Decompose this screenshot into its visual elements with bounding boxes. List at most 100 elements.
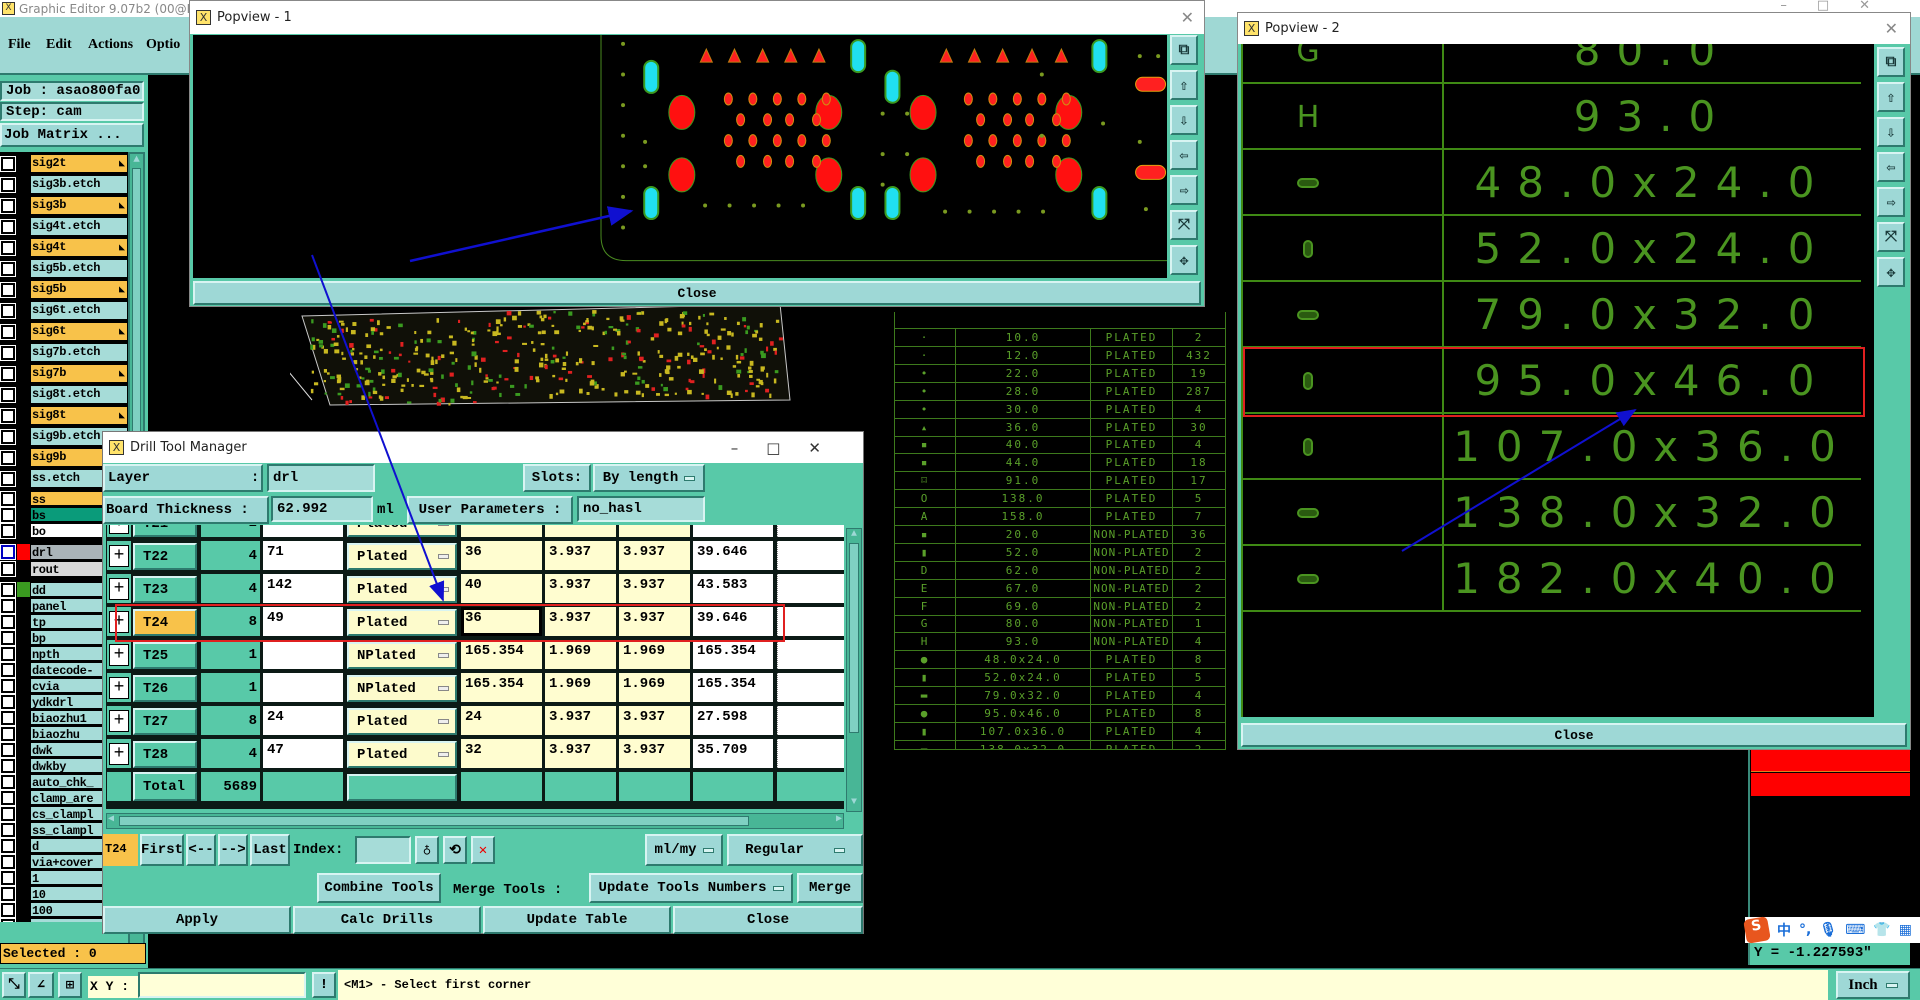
expand-plus-icon[interactable]: + xyxy=(109,525,129,534)
field-cell[interactable]: 142 xyxy=(263,574,343,603)
plus-cell[interactable]: + xyxy=(107,574,131,603)
job-matrix-button[interactable]: Job Matrix ... xyxy=(0,123,144,147)
layer-checkbox[interactable] xyxy=(0,197,16,214)
delete-icon[interactable]: ✕ xyxy=(471,836,495,864)
layer-checkbox[interactable] xyxy=(0,901,16,918)
expand-plus-icon[interactable]: + xyxy=(109,544,129,567)
tol-plus-cell[interactable] xyxy=(545,525,616,537)
refresh-icon[interactable]: ⟲ xyxy=(443,836,467,864)
layer-row-sig6t.etch[interactable]: sig6t.etch xyxy=(0,301,128,320)
type-cell[interactable]: Plated xyxy=(347,708,457,735)
zoom-fit-icon[interactable]: ⤧ xyxy=(1170,210,1198,240)
layer-row-cs_clampl[interactable]: cs_clampl xyxy=(0,805,128,822)
scroll-up-arrow-icon[interactable]: ▲ xyxy=(133,154,140,166)
type-cell[interactable]: Plated xyxy=(347,741,457,768)
type-cell[interactable]: Plated xyxy=(347,576,457,603)
plus-cell[interactable]: + xyxy=(107,541,131,570)
tool-cell[interactable]: T22 xyxy=(133,543,197,570)
board-thickness-field[interactable]: 62.992 xyxy=(271,496,373,522)
tol-minus-cell[interactable]: 3.937 xyxy=(619,574,690,603)
finish-cell[interactable]: 165.354 xyxy=(461,640,542,669)
drill-cell[interactable]: 39.646 xyxy=(693,541,773,570)
drill-cell[interactable] xyxy=(693,525,773,537)
field-cell[interactable] xyxy=(263,673,343,702)
layer-row-sig2t[interactable]: sig2t◣ xyxy=(0,154,128,173)
scroll-left-arrow-icon[interactable]: ◀ xyxy=(108,814,115,825)
layer-checkbox[interactable] xyxy=(0,323,16,340)
mode-dropdown[interactable]: Regular xyxy=(727,834,863,866)
pan-up-icon[interactable]: ⇧ xyxy=(1877,82,1905,112)
zoom-diagonal-icon[interactable]: ⤡ xyxy=(2,972,26,998)
layer-row-sig8t[interactable]: sig8t◣ xyxy=(0,406,128,425)
warning-icon[interactable]: ! xyxy=(312,972,336,998)
pan-right-icon[interactable]: ⇨ xyxy=(1170,175,1198,205)
plus-cell[interactable]: + xyxy=(107,706,131,735)
layer-checkbox[interactable] xyxy=(0,155,16,172)
layer-checkbox[interactable] xyxy=(0,661,16,678)
extra-cell[interactable] xyxy=(777,673,844,702)
xy-input[interactable] xyxy=(138,972,306,998)
first-button[interactable]: First xyxy=(140,834,184,866)
layer-checkbox[interactable] xyxy=(0,677,16,694)
apps-icon[interactable]: ▦ xyxy=(1898,922,1912,938)
layer-checkbox[interactable] xyxy=(0,506,16,523)
layer-checkbox[interactable] xyxy=(0,407,16,424)
popview-1-close-icon[interactable]: ✕ xyxy=(1180,8,1194,27)
layer-checkbox[interactable] xyxy=(0,239,16,256)
plus-cell[interactable]: + xyxy=(107,673,131,702)
tol-plus-cell[interactable]: 3.937 xyxy=(545,574,616,603)
pan-up-icon[interactable]: ⇧ xyxy=(1170,70,1198,100)
tool-cell[interactable]: T24 xyxy=(133,609,197,636)
finish-cell[interactable] xyxy=(461,525,542,537)
pan-down-icon[interactable]: ⇩ xyxy=(1877,117,1905,147)
tol-plus-cell[interactable]: 3.937 xyxy=(545,541,616,570)
tol-plus-cell[interactable]: 3.937 xyxy=(545,739,616,768)
tol-minus-cell[interactable]: 1.969 xyxy=(619,640,690,669)
layer-row-sig7b[interactable]: sig7b◣ xyxy=(0,364,128,383)
plus-cell[interactable]: + xyxy=(107,739,131,768)
tool-cell[interactable]: T23 xyxy=(133,576,197,603)
layer-checkbox[interactable] xyxy=(0,805,16,822)
field-cell[interactable]: 24 xyxy=(263,706,343,735)
update-table-button[interactable]: Update Table xyxy=(483,906,671,934)
slots-dropdown[interactable]: By length xyxy=(593,464,705,492)
layer-checkbox[interactable] xyxy=(0,176,16,193)
tol-minus-cell[interactable]: 3.937 xyxy=(619,607,690,636)
layer-checkbox[interactable] xyxy=(0,613,16,630)
tol-minus-cell[interactable] xyxy=(619,525,690,537)
drill-cell[interactable]: 43.583 xyxy=(693,574,773,603)
layer-checkbox[interactable] xyxy=(0,709,16,726)
finish-cell[interactable]: 32 xyxy=(461,739,542,768)
zoom-home-icon[interactable]: ✥ xyxy=(1170,245,1198,275)
pan-left-icon[interactable]: ⇦ xyxy=(1877,152,1905,182)
layer-row-sig3b.etch[interactable]: sig3b.etch xyxy=(0,175,128,194)
menu-edit[interactable]: Edit xyxy=(46,37,72,52)
zoom-window-icon[interactable]: ⧉ xyxy=(1170,35,1198,65)
layer-checkbox[interactable] xyxy=(0,645,16,662)
calc-drills-button[interactable]: Calc Drills xyxy=(293,906,481,934)
layer-row-sig7b.etch[interactable]: sig7b.etch xyxy=(0,343,128,362)
finish-cell[interactable]: 40 xyxy=(461,574,542,603)
layer-checkbox[interactable] xyxy=(0,773,16,790)
update-tools-numbers-dropdown[interactable]: Update Tools Numbers xyxy=(589,873,793,903)
popview-2-close-button[interactable]: Close xyxy=(1241,723,1907,747)
keyboard-icon[interactable]: ⌨ xyxy=(1845,922,1866,938)
finish-cell[interactable]: 24 xyxy=(461,706,542,735)
layer-checkbox[interactable] xyxy=(0,757,16,774)
next-button[interactable]: --> xyxy=(218,834,248,866)
layer-checkbox[interactable] xyxy=(0,218,16,235)
layer-checkbox[interactable] xyxy=(0,853,16,870)
tol-plus-cell[interactable]: 3.937 xyxy=(545,706,616,735)
layer-checkbox[interactable] xyxy=(0,561,16,577)
punctuation-icon[interactable]: °, xyxy=(1799,922,1812,938)
close-button[interactable]: Close xyxy=(673,906,863,934)
drill-cell[interactable]: 27.598 xyxy=(693,706,773,735)
scroll-down-arrow-icon[interactable]: ▼ xyxy=(850,797,857,808)
layer-checkbox[interactable] xyxy=(0,344,16,361)
type-cell[interactable]: Plated xyxy=(347,525,457,537)
extra-cell[interactable] xyxy=(777,525,844,537)
